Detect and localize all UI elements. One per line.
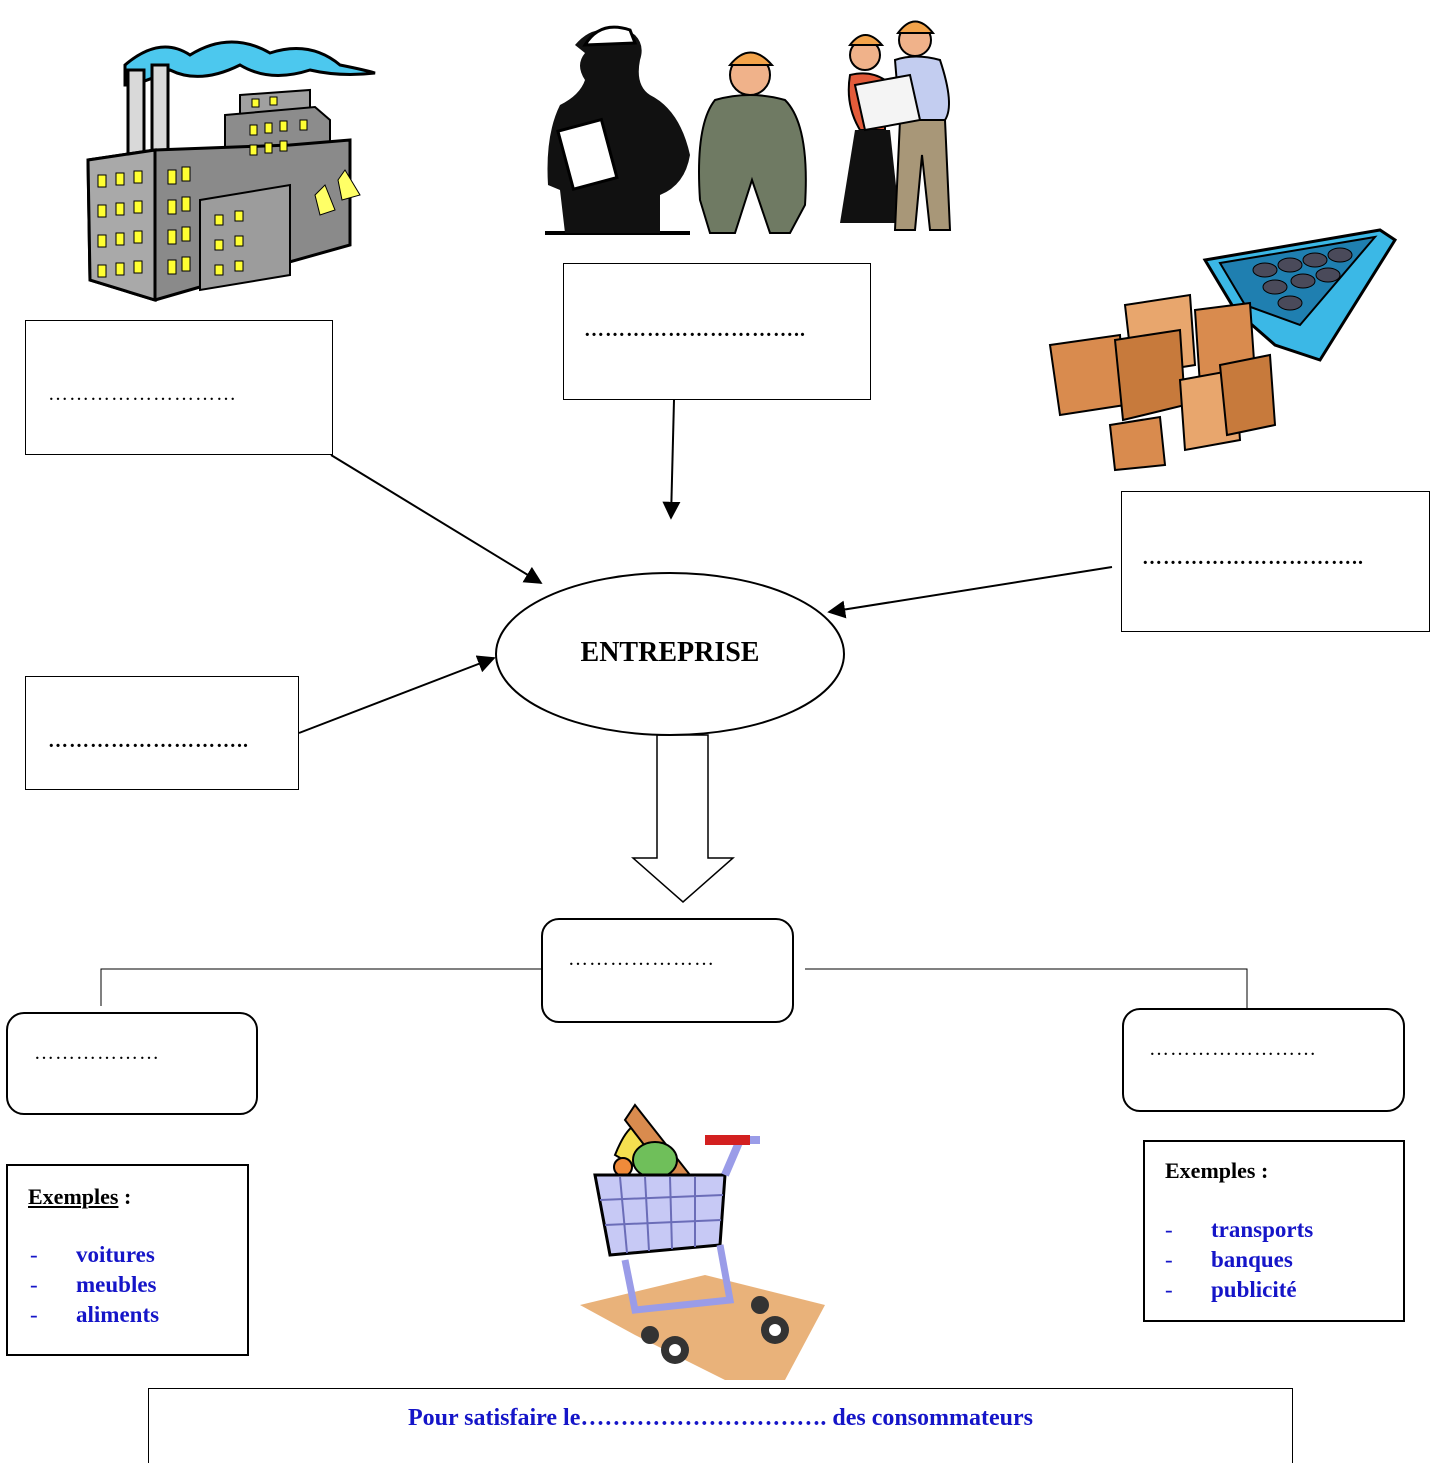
boxes-recycle-bin-icon xyxy=(1048,228,1398,472)
goods-blank-dots: ……………… xyxy=(34,1042,160,1064)
shopping-cart-icon xyxy=(580,1103,825,1380)
services-examples-box: Exemples : - transports - banques - publici… xyxy=(1143,1140,1405,1322)
goods-examples-title: Exemples : xyxy=(28,1184,131,1210)
arrow-lowerleft-to-entreprise xyxy=(298,655,496,734)
list-marker: - xyxy=(30,1242,38,1267)
goods-examples-title-suffix: : xyxy=(118,1184,132,1209)
list-marker: - xyxy=(30,1272,38,1297)
entreprise-label: ENTREPRISE xyxy=(580,637,760,668)
arrow-materials-to-entreprise xyxy=(827,566,1113,619)
list-marker: - xyxy=(1165,1277,1173,1302)
services-blank-dots: …………………… xyxy=(1149,1038,1317,1060)
services-examples-list: - transports - banques - publicité xyxy=(1165,1215,1313,1305)
list-marker: - xyxy=(1165,1217,1173,1242)
services-blank-box: …………………… xyxy=(1122,1008,1405,1112)
big-down-arrow xyxy=(631,734,735,903)
output-blank-box: ………………… xyxy=(541,918,794,1023)
goods-examples-box: Exemples : - voitures - meubles - aliments xyxy=(6,1164,249,1356)
services-example-text: transports xyxy=(1211,1217,1314,1242)
factory-blank-dots: ……………………… xyxy=(48,383,237,405)
lower-left-blank-dots: ……………………….. xyxy=(48,730,249,752)
services-example-text: publicité xyxy=(1211,1277,1297,1302)
list-marker: - xyxy=(1165,1247,1173,1272)
list-item: - voitures xyxy=(30,1240,159,1270)
entreprise-ellipse xyxy=(495,572,845,736)
arrow-factory-to-entreprise xyxy=(330,454,543,584)
list-item: - transports xyxy=(1165,1215,1313,1245)
list-item: - aliments xyxy=(30,1300,159,1330)
factory-icon xyxy=(86,40,376,303)
arrow-workers-to-entreprise xyxy=(662,399,681,520)
goods-example-text: voitures xyxy=(76,1242,155,1267)
goods-examples-list: - voitures - meubles - aliments xyxy=(30,1240,159,1330)
goods-example-text: aliments xyxy=(76,1302,160,1327)
list-item: - meubles xyxy=(30,1270,159,1300)
goods-blank-box: ……………… xyxy=(6,1012,258,1115)
tree-line-left xyxy=(100,968,541,1006)
services-example-text: banques xyxy=(1211,1247,1293,1272)
services-examples-title: Exemples : xyxy=(1165,1158,1269,1183)
tree-line-right xyxy=(805,968,1248,1008)
goods-examples-title-underlined: Exemples xyxy=(28,1184,119,1209)
materials-blank-box: ………………………….. xyxy=(1121,491,1430,632)
workers-blank-dots: ………………………….. xyxy=(584,319,806,341)
workers-icon xyxy=(545,20,952,235)
output-blank-dots: ………………… xyxy=(568,948,715,970)
list-item: - banques xyxy=(1165,1245,1313,1275)
list-marker: - xyxy=(30,1302,38,1327)
list-item: - publicité xyxy=(1165,1275,1313,1305)
workers-blank-box: ………………………….. xyxy=(563,263,871,400)
footer-text: Pour satisfaire le…………………………. des consom… xyxy=(407,1405,1034,1431)
lower-left-blank-box: ……………………….. xyxy=(25,676,299,790)
footer-box: Pour satisfaire le…………………………. des consom… xyxy=(148,1388,1293,1463)
goods-example-text: meubles xyxy=(76,1272,157,1297)
factory-blank-box: ……………………… xyxy=(25,320,333,455)
materials-blank-dots: ………………………….. xyxy=(1142,547,1364,569)
